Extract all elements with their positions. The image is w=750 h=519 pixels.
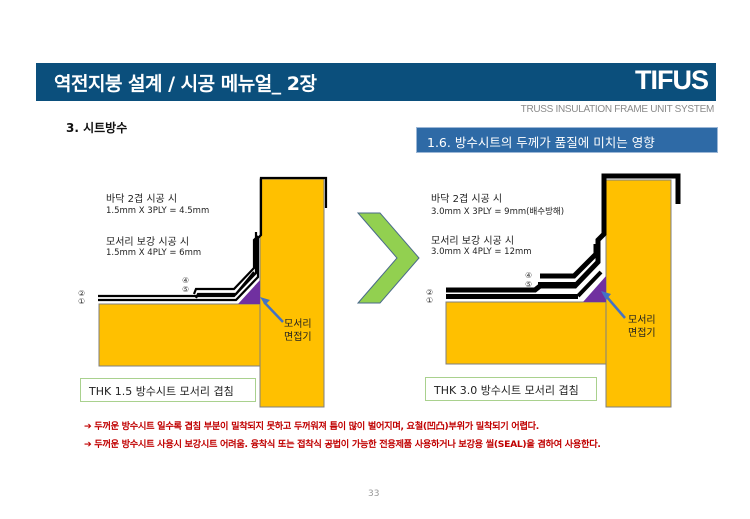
left-layer-4: ④ — [182, 276, 190, 285]
left-detail-drawing — [98, 176, 328, 408]
left-corner-fillet — [238, 280, 260, 304]
right-wall — [605, 179, 672, 408]
right-layer-4: ④ — [525, 271, 533, 280]
left-wall — [259, 178, 325, 408]
left-floor-spec: 1.5mm X 3PLY = 4.5mm — [106, 206, 210, 216]
left-corner-label: 모서리 보강 시공 시 — [106, 237, 190, 248]
right-layer-1: ① — [426, 296, 434, 305]
left-layer-2: ② — [78, 289, 86, 298]
left-callout: 모서리 면접기 — [284, 319, 312, 343]
right-callout-arrow — [605, 295, 626, 319]
right-corner-spec: 3.0mm X 4PLY = 12mm — [431, 247, 532, 257]
right-caption: THK 3.0 방수시트 모서리 겹침 — [434, 384, 579, 397]
note-2: ➔ 두꺼운 방수시트 사용시 보강시트 어려움. 융착식 또는 접착식 공법이 … — [84, 439, 601, 450]
left-caption-box: THK 1.5 방수시트 모서리 겹침 — [80, 378, 256, 402]
brand-logo: TIFUS — [635, 65, 709, 95]
left-caption: THK 1.5 방수시트 모서리 겹침 — [89, 385, 234, 398]
right-floor-label: 바닥 2겹 시공 시 — [431, 194, 503, 205]
right-caption-box: THK 3.0 방수시트 모서리 겹침 — [425, 377, 597, 401]
section-label: 3. 시트방수 — [66, 121, 128, 135]
left-sheet-layer — [98, 176, 328, 302]
right-layer-2: ② — [426, 288, 434, 297]
right-corner-fillet — [583, 276, 606, 302]
page-number: 33 — [368, 489, 380, 499]
left-layer-5: ⑤ — [182, 285, 190, 294]
note-1: ➔ 두꺼운 방수시트 일수록 겹침 부분이 밀착되지 못하고 두꺼워져 틈이 많… — [84, 421, 539, 432]
left-floor-label: 바닥 2겹 시공 시 — [106, 194, 178, 205]
right-corner-label: 모서리 보강 시공 시 — [431, 236, 515, 247]
left-floor-slab — [98, 303, 262, 367]
page-title: 역전지붕 설계 / 시공 메뉴얼_ 2장 — [54, 73, 317, 95]
left-corner-spec: 1.5mm X 4PLY = 6mm — [106, 248, 202, 258]
right-floor-slab — [445, 301, 607, 365]
brand-subtitle: TRUSS INSULATION FRAME UNIT SYSTEM — [520, 104, 715, 115]
subsection-title-box: 1.6. 방수시트의 두께가 품질에 미치는 영향 — [416, 127, 718, 153]
right-floor-spec: 3.0mm X 3PLY = 9mm(배수방해) — [431, 207, 565, 217]
left-callout-arrow — [263, 301, 284, 323]
right-layer-5: ⑤ — [525, 280, 533, 289]
right-callout: 모서리 면접기 — [628, 315, 656, 339]
subsection-title: 1.6. 방수시트의 두께가 품질에 미치는 영향 — [427, 135, 655, 150]
right-detail-drawing — [445, 173, 681, 408]
left-layer-1: ① — [78, 297, 86, 306]
chevron-arrow-icon — [356, 212, 420, 304]
header-bar: 역전지붕 설계 / 시공 메뉴얼_ 2장 TIFUS — [36, 63, 716, 101]
